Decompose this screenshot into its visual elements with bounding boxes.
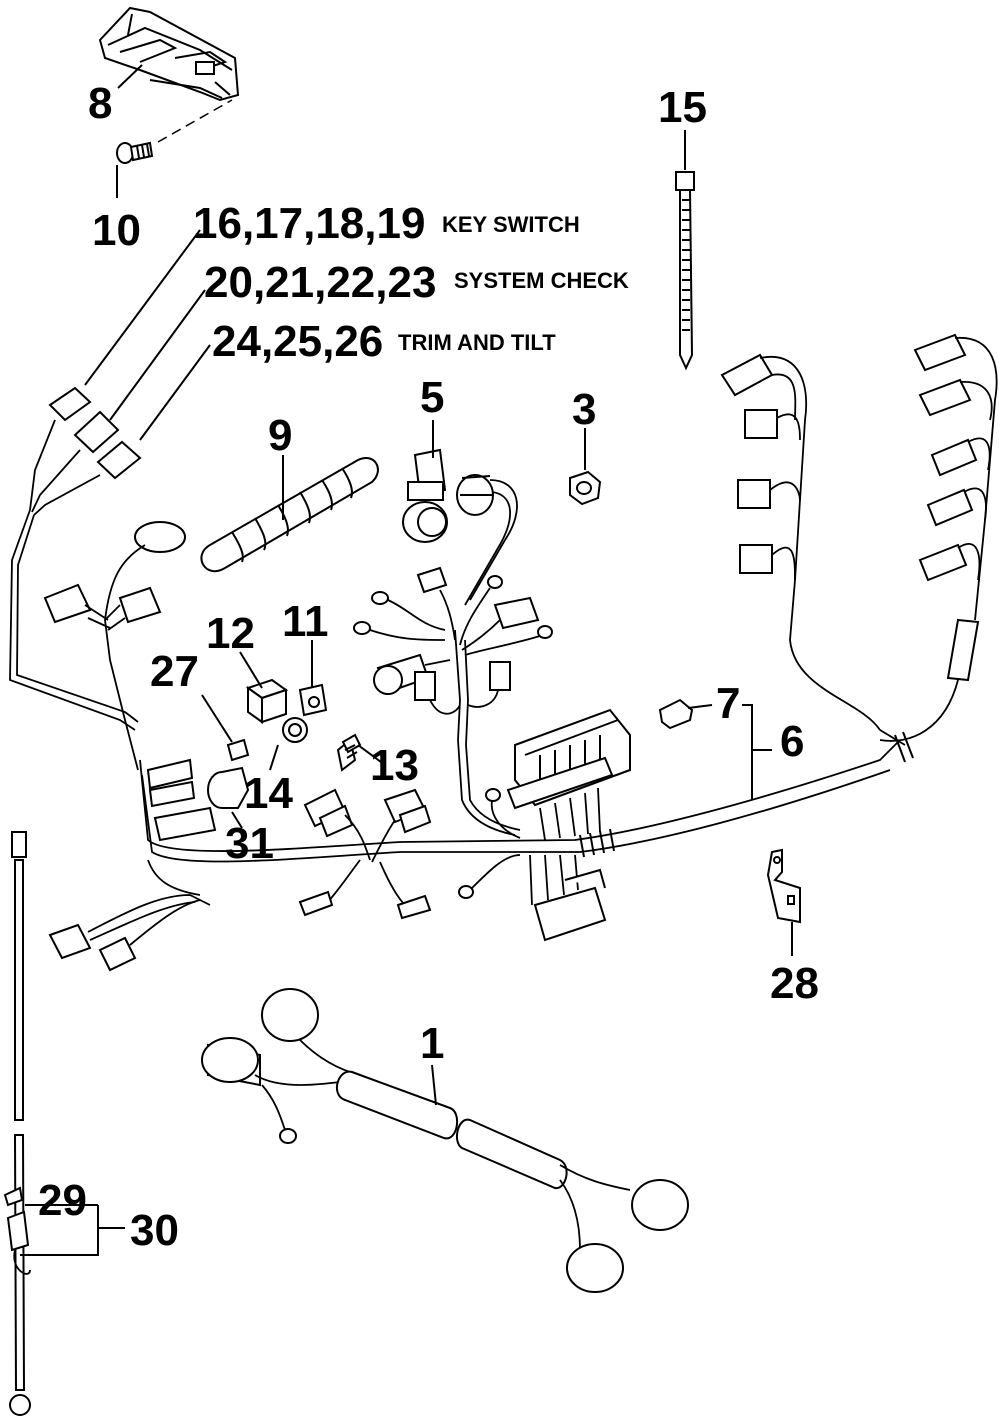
label-part-28: 28 bbox=[770, 959, 819, 1008]
label-part-12: 12 bbox=[206, 609, 255, 658]
center-connectors bbox=[353, 566, 553, 839]
label-part-8: 8 bbox=[88, 79, 112, 128]
label-part-30: 30 bbox=[130, 1206, 179, 1255]
part-1-lower-harness bbox=[201, 988, 689, 1293]
label-part-27: 27 bbox=[150, 647, 199, 696]
part-6-main-harness bbox=[139, 729, 914, 863]
part-27-clip bbox=[226, 738, 250, 762]
left-connectors bbox=[43, 521, 217, 972]
part-5-component bbox=[402, 448, 518, 606]
main-connector-block bbox=[506, 708, 631, 942]
label-parts-20-23: 20,21,22,23 bbox=[204, 258, 436, 307]
lower-center-connectors bbox=[298, 788, 521, 920]
label-part-29: 29 bbox=[38, 1176, 87, 1225]
label-part-11: 11 bbox=[282, 597, 329, 646]
part-31-cap bbox=[207, 766, 250, 809]
part-10-screw bbox=[116, 141, 154, 164]
label-part-3: 3 bbox=[572, 385, 596, 434]
label-part-6: 6 bbox=[780, 717, 804, 766]
label-part-5: 5 bbox=[420, 373, 444, 422]
label-parts-16-19: 16,17,18,19 bbox=[193, 199, 425, 248]
part-8-bracket bbox=[98, 6, 240, 102]
label-parts-24-26: 24,25,26 bbox=[212, 317, 383, 366]
part-15-cable-tie bbox=[675, 171, 695, 371]
part-12-relay bbox=[245, 678, 289, 724]
part-14-grommet bbox=[282, 717, 308, 743]
label-part-31: 31 bbox=[225, 819, 274, 868]
label-part-7: 7 bbox=[716, 679, 740, 728]
label-part-13: 13 bbox=[370, 741, 419, 790]
part-9-sleeve bbox=[200, 457, 379, 573]
part-3-nut bbox=[569, 470, 602, 506]
label-key-switch: KEY SWITCH bbox=[442, 212, 580, 237]
part-7-fuse bbox=[658, 698, 694, 730]
label-part-15: 15 bbox=[658, 83, 707, 132]
part-11-bracket bbox=[298, 683, 328, 717]
label-system-check: SYSTEM CHECK bbox=[454, 268, 629, 293]
parts-16-26-connectors bbox=[9, 386, 142, 731]
label-part-14: 14 bbox=[244, 769, 293, 818]
part-13-bolt bbox=[336, 733, 362, 772]
label-part-10: 10 bbox=[92, 206, 141, 255]
part-29-30-cable bbox=[3, 831, 31, 1416]
label-trim-and-tilt: TRIM AND TILT bbox=[398, 330, 556, 355]
part-28-bracket bbox=[766, 848, 801, 924]
upper-right-connectors bbox=[720, 333, 998, 742]
label-part-9: 9 bbox=[268, 411, 292, 460]
label-part-1: 1 bbox=[420, 1019, 444, 1068]
